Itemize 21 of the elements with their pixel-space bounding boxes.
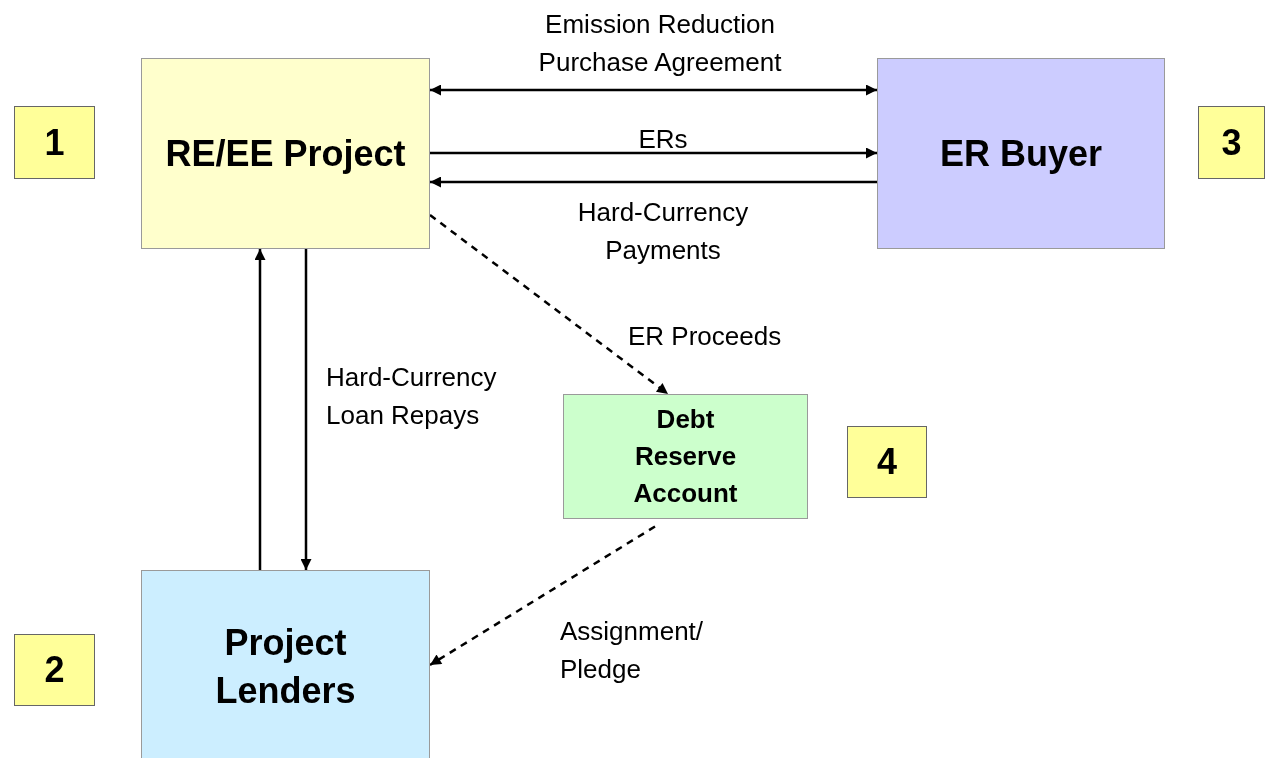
edge-label: ERs xyxy=(637,123,689,156)
edge-label: Assignment/ Pledge xyxy=(560,615,705,686)
callout-number-box: 4 xyxy=(847,426,927,498)
arrow xyxy=(430,84,877,96)
process-box: Project Lenders xyxy=(141,570,430,758)
edge-label: Emission Reduction Purchase Agreement xyxy=(537,8,783,79)
edge-label: Hard-Currency Loan Repays xyxy=(326,361,498,432)
process-box: ER Buyer xyxy=(877,58,1165,249)
arrow xyxy=(300,249,312,570)
edge-label: ER Proceeds xyxy=(628,320,783,353)
callout-number-box: 2 xyxy=(14,634,95,706)
callout-number-box: 3 xyxy=(1198,106,1265,179)
arrow xyxy=(430,176,877,188)
callout-number-box: 1 xyxy=(14,106,95,179)
dashed-arrow xyxy=(429,525,656,667)
edge-label: Hard-Currency Payments xyxy=(576,196,750,267)
arrow xyxy=(430,147,877,159)
process-box: RE/EE Project xyxy=(141,58,430,249)
dashed-arrow xyxy=(429,214,669,395)
process-box: Debt Reserve Account xyxy=(563,394,808,519)
arrow xyxy=(254,249,266,570)
